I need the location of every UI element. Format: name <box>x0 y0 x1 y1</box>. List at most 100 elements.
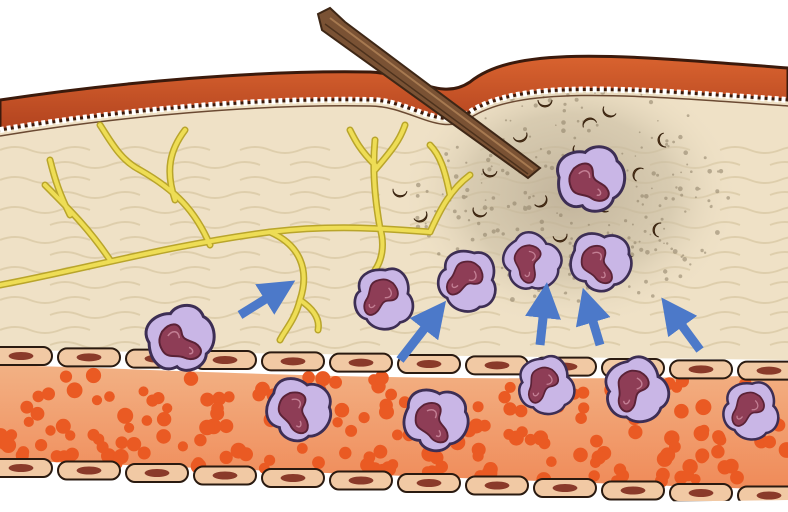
speckle <box>496 228 500 232</box>
speckle <box>490 207 494 211</box>
speckle <box>683 150 688 155</box>
speckle <box>675 186 677 188</box>
endothelial-cell-icon <box>330 354 392 372</box>
speckle <box>642 203 644 205</box>
speckle <box>416 183 421 188</box>
speckle <box>663 228 665 230</box>
red-blood-cell-icon <box>200 393 214 407</box>
red-blood-cell-icon <box>231 443 247 459</box>
red-blood-cell-icon <box>194 434 206 446</box>
red-blood-cell-icon <box>1 438 16 453</box>
speckle <box>651 137 653 139</box>
red-blood-cell-icon <box>329 376 342 389</box>
speckle <box>425 225 428 228</box>
red-blood-cell-icon <box>473 451 484 462</box>
red-blood-cell-icon <box>86 368 101 383</box>
speckle <box>540 227 544 231</box>
speckle <box>680 172 682 174</box>
speckle <box>672 197 675 200</box>
speckle <box>550 301 554 305</box>
red-blood-cell-icon <box>156 429 171 444</box>
red-blood-cell-icon <box>339 447 351 459</box>
speckle <box>415 216 419 220</box>
speckle <box>659 204 662 207</box>
speckle <box>651 294 655 298</box>
speckle <box>700 249 703 252</box>
red-blood-cell-icon <box>385 389 397 401</box>
speckle <box>465 196 467 198</box>
speckle <box>510 297 515 302</box>
speckle <box>699 188 701 190</box>
red-blood-cell-icon <box>312 456 325 469</box>
speckle <box>704 156 707 159</box>
speckle <box>650 234 652 236</box>
speckle <box>528 197 530 199</box>
speckle <box>521 105 523 107</box>
red-blood-cell-icon <box>359 412 370 423</box>
speckle <box>628 285 631 288</box>
speckle <box>444 152 448 156</box>
speckle <box>656 174 659 177</box>
endothelial-cell-icon <box>0 459 52 477</box>
endothelial-cell-icon <box>262 352 324 370</box>
red-blood-cell-icon <box>360 458 375 473</box>
speckle <box>644 280 648 284</box>
speckle <box>637 291 640 294</box>
endothelial-cell-icon <box>126 464 188 482</box>
red-blood-cell-icon <box>45 425 55 435</box>
speckle <box>608 224 610 226</box>
red-blood-cell-icon <box>297 443 308 454</box>
speckle <box>477 222 480 225</box>
speckle <box>682 257 687 262</box>
speckle <box>481 182 483 184</box>
speckle <box>687 114 690 117</box>
speckle <box>695 196 697 198</box>
red-blood-cell-icon <box>682 469 694 481</box>
speckle <box>651 188 653 190</box>
speckle <box>581 301 583 303</box>
endothelial-cell-icon <box>466 477 528 495</box>
red-blood-cell-icon <box>660 447 675 462</box>
speckle <box>491 165 493 167</box>
speckle <box>535 156 537 158</box>
red-blood-cell-icon <box>345 425 357 437</box>
speckle <box>534 103 538 107</box>
speckle <box>707 169 712 174</box>
speckle <box>704 252 706 254</box>
speckle <box>636 186 638 188</box>
speckle <box>462 195 465 198</box>
red-blood-cell-icon <box>104 391 115 402</box>
speckle <box>502 232 505 235</box>
red-blood-cell-icon <box>56 419 71 434</box>
red-blood-cell-icon <box>117 408 133 424</box>
speckle <box>501 267 503 269</box>
speckle <box>670 248 673 251</box>
endothelial-cell-icon <box>534 479 596 497</box>
red-blood-cell-icon <box>152 392 164 404</box>
speckle <box>468 219 470 221</box>
red-blood-cell-icon <box>335 403 350 418</box>
speckle <box>547 150 551 154</box>
speckle <box>544 165 547 168</box>
speckle <box>505 171 509 175</box>
speckle <box>529 136 531 138</box>
speckle <box>456 146 459 149</box>
speckle <box>652 171 656 175</box>
speckle <box>715 189 719 193</box>
red-blood-cell-icon <box>178 441 188 451</box>
speckle <box>684 210 686 212</box>
speckle <box>673 249 678 254</box>
speckle <box>644 194 649 199</box>
speckle <box>561 128 566 133</box>
speckle <box>425 223 427 225</box>
red-blood-cell-icon <box>374 445 388 459</box>
speckle <box>639 241 641 243</box>
red-blood-cell-icon <box>730 471 744 485</box>
speckle <box>667 145 669 147</box>
speckle <box>540 220 544 224</box>
endothelial-cell-icon <box>58 462 120 480</box>
speckle <box>540 148 542 150</box>
speckle <box>726 196 730 200</box>
